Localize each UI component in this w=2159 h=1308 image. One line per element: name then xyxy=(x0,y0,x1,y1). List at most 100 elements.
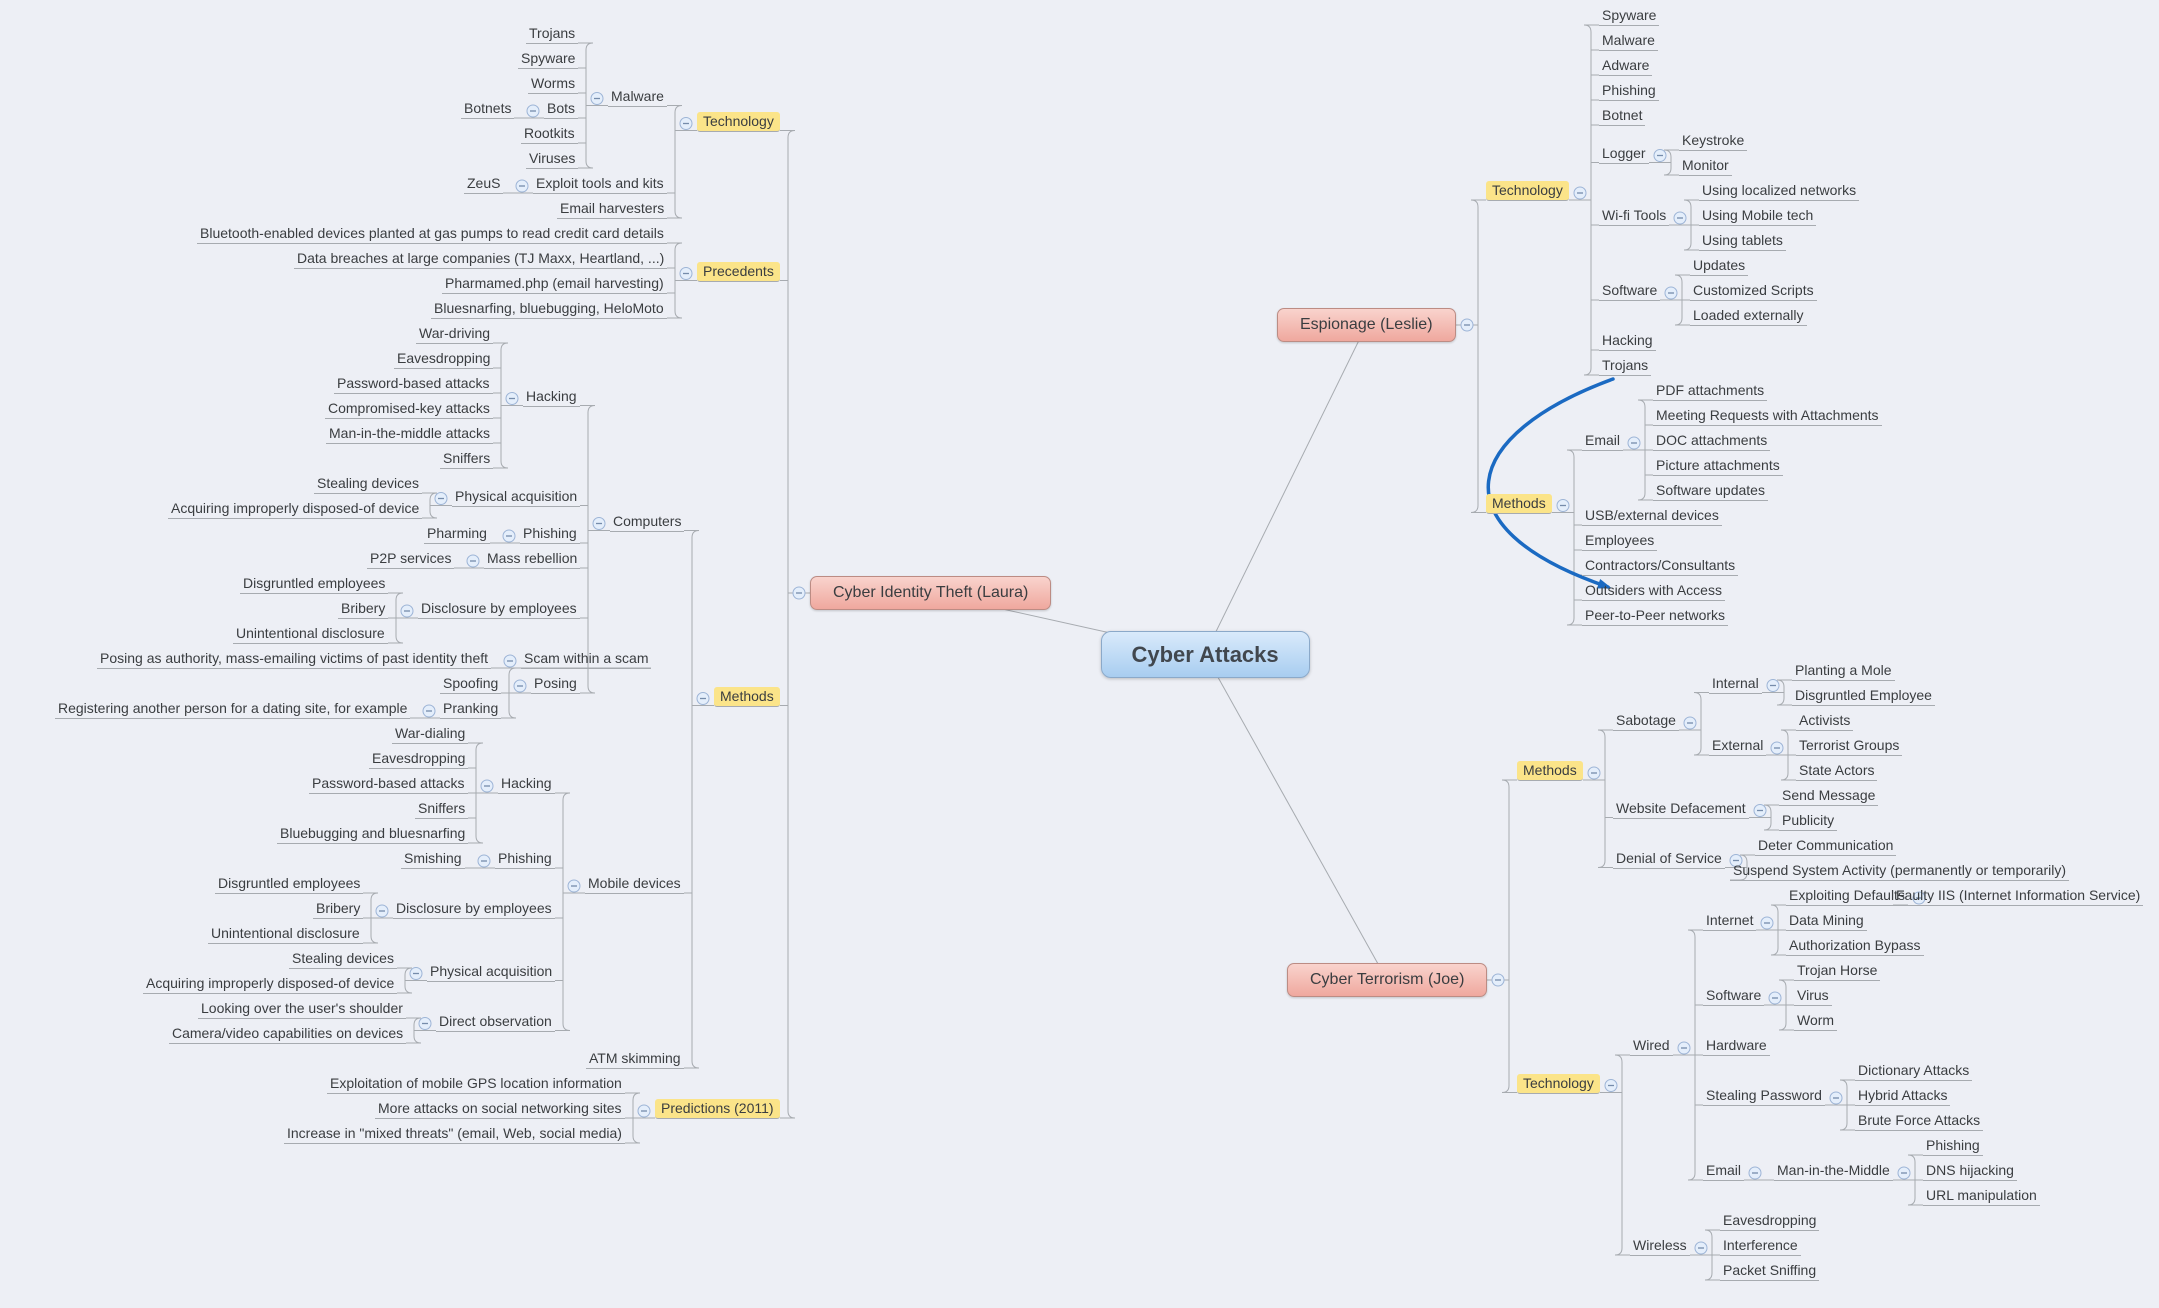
collapse-minus-icon[interactable] xyxy=(477,854,491,868)
topic[interactable]: Botnets xyxy=(461,99,515,119)
topic[interactable]: Monitor xyxy=(1679,156,1732,176)
topic[interactable]: Sabotage xyxy=(1613,711,1679,731)
topic[interactable]: Unintentional disclosure xyxy=(233,624,388,644)
topic[interactable]: Viruses xyxy=(526,149,579,169)
topic[interactable]: Disgruntled employees xyxy=(215,874,364,894)
topic[interactable]: Malware xyxy=(1599,31,1658,51)
topic[interactable]: Updates xyxy=(1690,256,1749,276)
collapse-minus-icon[interactable] xyxy=(480,779,494,793)
collapse-minus-icon[interactable] xyxy=(1768,991,1782,1005)
topic[interactable]: Employees xyxy=(1582,531,1658,551)
collapse-minus-icon[interactable] xyxy=(1573,186,1587,200)
central-topic[interactable]: Cyber Attacks xyxy=(1100,630,1310,678)
topic[interactable]: Computers xyxy=(610,512,685,532)
topic[interactable]: Email xyxy=(1703,1161,1745,1181)
topic[interactable]: Acquiring improperly disposed-of device xyxy=(168,499,423,519)
topic[interactable]: Outsiders with Access xyxy=(1582,581,1725,601)
topic[interactable]: Pharming xyxy=(424,524,490,544)
category-label-topic[interactable]: Predictions (2011) xyxy=(655,1099,780,1119)
topic[interactable]: Mass rebellion xyxy=(484,549,581,569)
main-topic[interactable]: Cyber Identity Theft (Laura) xyxy=(810,576,1052,610)
collapse-minus-icon[interactable] xyxy=(1491,973,1505,987)
topic[interactable]: Activists xyxy=(1796,711,1854,731)
topic[interactable]: Acquiring improperly disposed-of device xyxy=(143,974,398,994)
topic[interactable]: Malware xyxy=(608,87,667,107)
topic[interactable]: Deter Communication xyxy=(1755,836,1897,856)
topic[interactable]: Email xyxy=(1582,431,1624,451)
topic[interactable]: Software xyxy=(1599,281,1661,301)
collapse-minus-icon[interactable] xyxy=(503,654,517,668)
topic[interactable]: Spyware xyxy=(1599,6,1660,26)
topic[interactable]: DNS hijacking xyxy=(1923,1161,2017,1181)
relationship-arrow[interactable] xyxy=(1486,377,1615,589)
topic[interactable]: Eavesdropping xyxy=(369,749,469,769)
topic[interactable]: Eavesdropping xyxy=(1720,1211,1820,1231)
topic[interactable]: Website Defacement xyxy=(1613,799,1749,819)
collapse-minus-icon[interactable] xyxy=(679,267,693,280)
topic[interactable]: Software xyxy=(1703,986,1765,1006)
topic[interactable]: Internal xyxy=(1709,674,1762,694)
topic[interactable]: Data breaches at large companies (TJ Max… xyxy=(294,249,668,269)
topic[interactable]: Eavesdropping xyxy=(394,349,494,369)
collapse-minus-icon[interactable] xyxy=(418,1017,432,1030)
topic[interactable]: Phishing xyxy=(1923,1136,1983,1156)
topic[interactable]: Spoofing xyxy=(440,674,502,694)
topic[interactable]: Phishing xyxy=(520,524,580,544)
collapse-minus-icon[interactable] xyxy=(1683,716,1697,730)
collapse-minus-icon[interactable] xyxy=(1653,149,1667,162)
topic[interactable]: Using localized networks xyxy=(1699,181,1860,201)
collapse-minus-icon[interactable] xyxy=(1587,766,1601,780)
topic[interactable]: Pranking xyxy=(440,699,502,719)
topic[interactable]: State Actors xyxy=(1796,761,1878,781)
topic[interactable]: Hybrid Attacks xyxy=(1855,1086,1951,1106)
collapse-minus-icon[interactable] xyxy=(1627,436,1641,450)
topic[interactable]: Wired xyxy=(1630,1036,1673,1056)
topic[interactable]: Email harvesters xyxy=(557,199,668,219)
topic[interactable]: Physical acquisition xyxy=(452,487,581,507)
topic[interactable]: Phishing xyxy=(1599,81,1659,101)
topic[interactable]: Password-based attacks xyxy=(309,774,468,794)
topic[interactable]: USB/external devices xyxy=(1582,506,1722,526)
topic[interactable]: Looking over the user's shoulder xyxy=(198,999,406,1019)
topic[interactable]: PDF attachments xyxy=(1653,381,1768,401)
topic[interactable]: Using tablets xyxy=(1699,231,1786,251)
collapse-minus-icon[interactable] xyxy=(1766,679,1780,692)
collapse-minus-icon[interactable] xyxy=(1760,916,1774,930)
topic[interactable]: DOC attachments xyxy=(1653,431,1771,451)
collapse-minus-icon[interactable] xyxy=(434,492,448,505)
topic[interactable]: Loaded externally xyxy=(1690,306,1807,326)
topic[interactable]: Smishing xyxy=(401,849,465,869)
topic[interactable]: Using Mobile tech xyxy=(1699,206,1817,226)
collapse-minus-icon[interactable] xyxy=(792,586,806,600)
topic[interactable]: External xyxy=(1709,736,1767,756)
topic[interactable]: Password-based attacks xyxy=(334,374,493,394)
topic[interactable]: War-driving xyxy=(416,324,494,344)
topic[interactable]: Data Mining xyxy=(1786,911,1867,931)
topic[interactable]: Brute Force Attacks xyxy=(1855,1111,1984,1131)
collapse-minus-icon[interactable] xyxy=(466,554,480,568)
topic[interactable]: Peer-to-Peer networks xyxy=(1582,606,1729,626)
collapse-minus-icon[interactable] xyxy=(1912,891,1926,905)
category-label-topic[interactable]: Methods xyxy=(714,686,780,707)
topic[interactable]: Unintentional disclosure xyxy=(208,924,363,944)
topic[interactable]: Compromised-key attacks xyxy=(325,399,493,419)
main-topic[interactable]: Espionage (Leslie) xyxy=(1277,308,1456,342)
category-label-topic[interactable]: Methods xyxy=(1486,493,1552,514)
topic[interactable]: Bribery xyxy=(313,899,364,919)
topic[interactable]: Dictionary Attacks xyxy=(1855,1061,1973,1081)
topic[interactable]: Hacking xyxy=(523,387,580,407)
collapse-minus-icon[interactable] xyxy=(1694,1241,1708,1255)
collapse-minus-icon[interactable] xyxy=(1897,1166,1911,1180)
collapse-minus-icon[interactable] xyxy=(1829,1091,1843,1105)
topic[interactable]: Hardware xyxy=(1703,1036,1770,1056)
topic[interactable]: Denial of Service xyxy=(1613,849,1725,869)
topic[interactable]: Worm xyxy=(1794,1011,1838,1031)
topic[interactable]: Disclosure by employees xyxy=(393,899,555,919)
topic[interactable]: Meeting Requests with Attachments xyxy=(1653,406,1882,426)
category-label-topic[interactable]: Precedents xyxy=(697,261,780,282)
topic[interactable]: Bluesnarfing, bluebugging, HeloMoto xyxy=(431,299,667,319)
collapse-minus-icon[interactable] xyxy=(679,117,693,130)
collapse-minus-icon[interactable] xyxy=(1673,211,1687,225)
topic[interactable]: Picture attachments xyxy=(1653,456,1783,476)
topic[interactable]: Pharmamed.php (email harvesting) xyxy=(442,274,667,294)
